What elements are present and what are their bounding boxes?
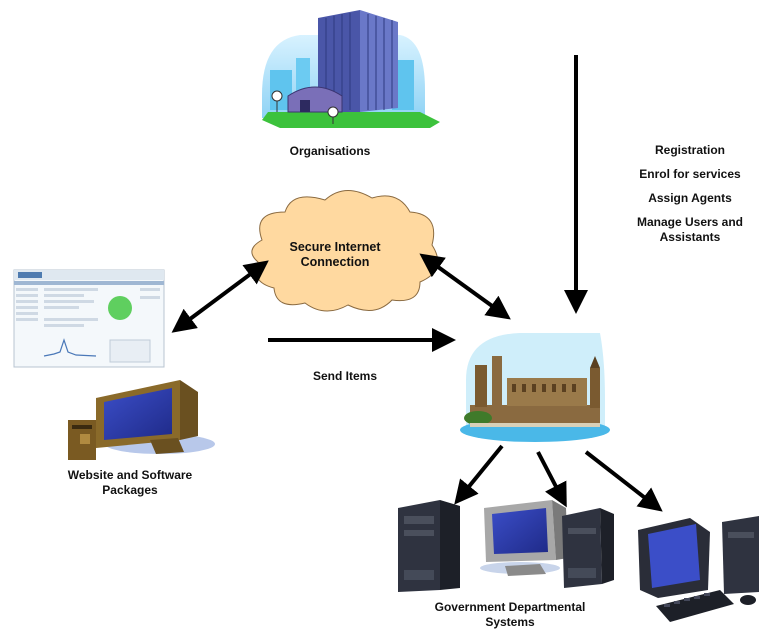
right-computer-icon xyxy=(638,516,759,622)
arrow-to-right-computer xyxy=(584,450,663,512)
process-assign-agents-label: Assign Agents xyxy=(648,191,732,205)
middle-computer-icon xyxy=(480,500,614,588)
desktop-computer-icon xyxy=(68,380,215,460)
server-tower-icon xyxy=(398,500,460,592)
website-screenshot-icon xyxy=(13,269,165,368)
arrow-to-middle-computer xyxy=(536,451,567,508)
arrow-to-server xyxy=(454,444,504,505)
process-registration-label: Registration xyxy=(654,143,725,157)
edge-send-items-label: Send Items xyxy=(312,369,378,383)
process-manage-users-label: Manage Users and Assistants xyxy=(636,215,744,244)
parliament-building-icon xyxy=(460,333,610,442)
node-government-systems-label: Government Departmental Systems xyxy=(434,600,586,629)
node-organisations-label: Organisations xyxy=(289,144,371,158)
node-website-software-label: Website and Software Packages xyxy=(67,468,193,497)
arrow-website-cloud xyxy=(171,260,269,333)
process-enrol-label: Enrol for services xyxy=(639,167,741,181)
arrow-cloud-government xyxy=(419,253,511,320)
organisation-building-icon xyxy=(262,10,440,128)
node-secure-connection-label: Secure Internet Connection xyxy=(289,240,381,269)
